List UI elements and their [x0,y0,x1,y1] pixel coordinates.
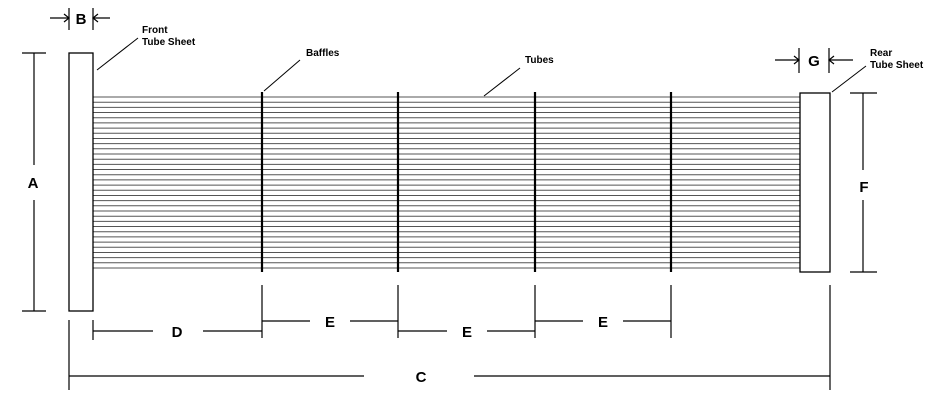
front-tube-sheet-label-1: Front [142,25,168,36]
dimension-c [68,285,831,390]
label-d: D [172,324,183,341]
label-e-2: E [462,324,472,341]
dimension-e [261,285,672,338]
label-a: A [28,175,39,192]
label-e-3: E [598,314,608,331]
dimension-b [50,8,110,30]
rear-tube-sheet [799,92,831,273]
dimension-d [92,320,262,340]
tubes-label: Tubes [525,55,554,66]
rear-tube-sheet-label-1: Rear [870,48,892,59]
rear-tube-sheet-leader [831,65,867,93]
front-tube-sheet [68,52,94,312]
baffles [260,92,673,272]
front-tube-sheet-label-2: Tube Sheet [142,37,196,48]
dimension-a [22,52,46,312]
label-g: G [808,53,820,70]
tubes-leader [483,67,521,97]
dimension-g [775,48,853,73]
baffles-leader [263,59,301,92]
rear-tube-sheet-label-2: Tube Sheet [870,60,924,71]
label-f: F [859,179,868,196]
tube-bundle [93,96,800,269]
baffles-label: Baffles [306,48,340,59]
label-b: B [76,11,87,28]
dimension-f [850,92,877,273]
front-tube-sheet-leader [96,37,139,71]
label-c: C [416,369,427,386]
label-e-1: E [325,314,335,331]
